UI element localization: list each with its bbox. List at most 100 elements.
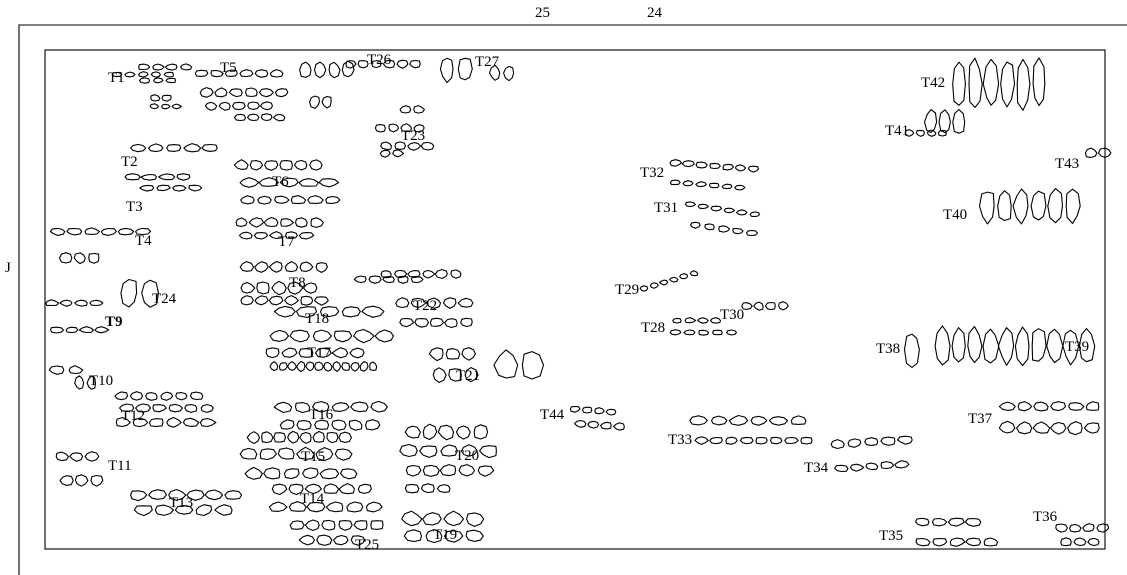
stone-outline: [269, 329, 290, 342]
stone-outline: [49, 227, 66, 236]
stone-outline: [450, 269, 462, 279]
stone-outline: [409, 59, 421, 69]
trench-label-t11: T11: [108, 458, 132, 474]
stone-outline: [302, 282, 318, 294]
stone-outline: [348, 419, 363, 431]
stone-outline: [1031, 328, 1047, 362]
stone-outline: [273, 401, 293, 414]
stone-outline: [739, 436, 754, 445]
stone-outline: [455, 425, 471, 440]
stone-outline: [74, 474, 89, 487]
stone-outline: [350, 535, 366, 546]
stone-outline: [1084, 147, 1098, 158]
stone-outline: [865, 462, 879, 471]
stone-outline: [684, 317, 697, 324]
stone-outline: [721, 183, 733, 190]
stone-outlines: [45, 57, 1112, 547]
stone-outline: [331, 347, 349, 359]
stone-outline: [333, 330, 353, 343]
stone-outline: [425, 528, 443, 544]
stone-outline: [357, 483, 372, 494]
trench-label-t13: T13: [169, 495, 193, 511]
stone-outline: [370, 520, 384, 530]
trench-label-t24: T24: [152, 291, 177, 307]
stone-outline: [135, 403, 151, 413]
stone-outline: [923, 109, 938, 134]
stone-outline: [279, 419, 295, 430]
stone-outline: [161, 103, 171, 110]
stone-outline: [741, 302, 753, 310]
stone-outline: [379, 149, 391, 158]
stone-outline: [315, 262, 328, 273]
trench-labels: T1 T2 T3 T4 T5 T6 T7 T8 T9 T10 T11 T12 T…: [89, 52, 1089, 553]
stone-outline: [353, 328, 375, 344]
stone-outline: [732, 227, 744, 235]
stone-outline: [269, 69, 284, 78]
stone-outline: [111, 71, 123, 78]
stone-outline: [697, 203, 709, 210]
stone-outline: [287, 430, 300, 444]
stone-outline: [374, 329, 394, 343]
stone-outline: [425, 297, 442, 309]
stone-outline: [457, 57, 473, 81]
stone-outline: [599, 421, 612, 430]
stone-outline: [349, 347, 365, 359]
stone-outline: [725, 436, 738, 445]
stone-outline: [271, 483, 288, 496]
stone-outline: [302, 467, 319, 480]
stone-outline: [48, 365, 65, 375]
stone-outline: [284, 261, 299, 273]
stone-outline: [723, 207, 736, 214]
trench-label-t2: T2: [121, 154, 138, 170]
stone-outline: [331, 419, 347, 431]
stone-outline: [1047, 188, 1064, 224]
stone-outline: [58, 252, 73, 264]
stone-outline: [442, 297, 457, 309]
stone-outline: [305, 361, 315, 372]
stone-outline: [311, 401, 330, 413]
stone-outline: [735, 209, 748, 216]
stone-outline: [312, 329, 333, 343]
stone-outline: [947, 517, 965, 527]
stone-outline: [168, 403, 183, 413]
stone-outline: [747, 165, 760, 173]
stone-outline: [154, 504, 175, 516]
stone-outline: [448, 368, 462, 382]
stone-outline: [790, 415, 807, 425]
stone-outline: [466, 512, 485, 527]
stone-outline: [153, 77, 164, 84]
stone-outline: [938, 109, 951, 134]
trench-label-t9: T9: [105, 314, 123, 330]
stone-outline: [1085, 401, 1100, 411]
stone-outline: [273, 305, 296, 318]
stone-outline: [1069, 523, 1082, 533]
stone-outline: [1032, 421, 1051, 434]
stone-outline: [186, 489, 205, 501]
stone-outline: [428, 347, 444, 362]
stone-outline: [978, 191, 995, 225]
stone-outline: [395, 297, 410, 309]
stone-outline: [296, 420, 312, 431]
stone-outline: [158, 173, 176, 181]
stone-outline: [753, 301, 764, 311]
stone-outline: [274, 88, 289, 98]
stone-outline: [880, 436, 896, 446]
stone-outline: [750, 415, 768, 426]
stone-outline: [679, 273, 689, 280]
stone-outline: [404, 483, 420, 494]
stone-outline: [439, 464, 457, 477]
stone-outline: [493, 349, 519, 379]
stone-outline: [521, 351, 545, 380]
trench-label-t32: T32: [640, 165, 664, 181]
trench-label-t27: T27: [475, 54, 500, 70]
stone-outline: [388, 123, 400, 133]
stone-outline: [1000, 61, 1016, 108]
stone-outline: [165, 77, 177, 84]
stone-outline: [830, 439, 845, 450]
stone-outline: [649, 282, 659, 289]
stone-outline: [268, 501, 288, 512]
stone-outline: [461, 347, 476, 361]
stone-outline: [1055, 523, 1068, 533]
stone-outline: [214, 504, 233, 516]
